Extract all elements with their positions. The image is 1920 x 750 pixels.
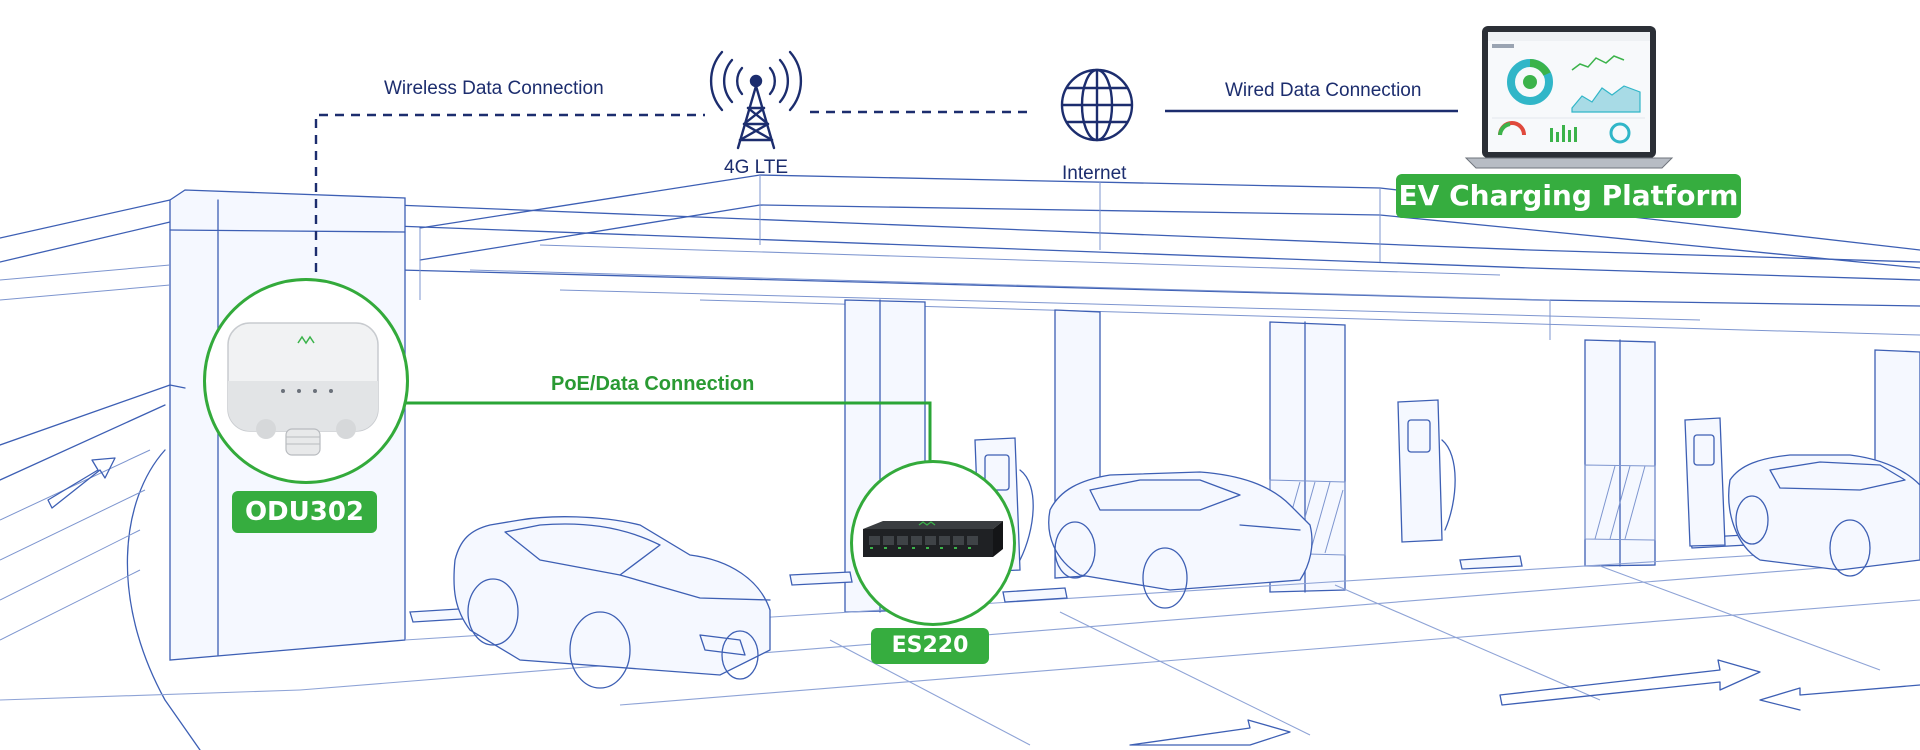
- suv-car: [1048, 471, 1313, 609]
- sedan-car-front: [453, 516, 771, 689]
- connection-lines: [314, 109, 1458, 462]
- laptop-icon: [1464, 26, 1674, 169]
- sedan-car-right: [1728, 454, 1920, 577]
- odu-device-circle: [203, 278, 409, 484]
- odu-label-badge: ODU302: [232, 491, 377, 533]
- entrance-ramp: [0, 384, 201, 750]
- cell-tower-icon: [709, 50, 803, 150]
- switch-label-badge: ES220: [871, 628, 989, 664]
- poe-connection-line: [405, 401, 932, 462]
- wireless-connection-line: [314, 113, 705, 272]
- wireless-connection-label: Wireless Data Connection: [384, 78, 604, 99]
- switch-image: [863, 521, 1003, 557]
- internet-label: Internet: [1062, 163, 1127, 184]
- switch-device-circle: [850, 460, 1016, 626]
- poe-connection-label: PoE/Data Connection: [551, 373, 755, 395]
- platform-label-badge: EV Charging Platform: [1396, 174, 1741, 218]
- globe-icon: [1060, 68, 1134, 142]
- wired-connection-label: Wired Data Connection: [1225, 80, 1422, 101]
- odu-router-image: [227, 322, 379, 456]
- parked-cars: [453, 454, 1920, 689]
- lte-label: 4G LTE: [724, 157, 789, 178]
